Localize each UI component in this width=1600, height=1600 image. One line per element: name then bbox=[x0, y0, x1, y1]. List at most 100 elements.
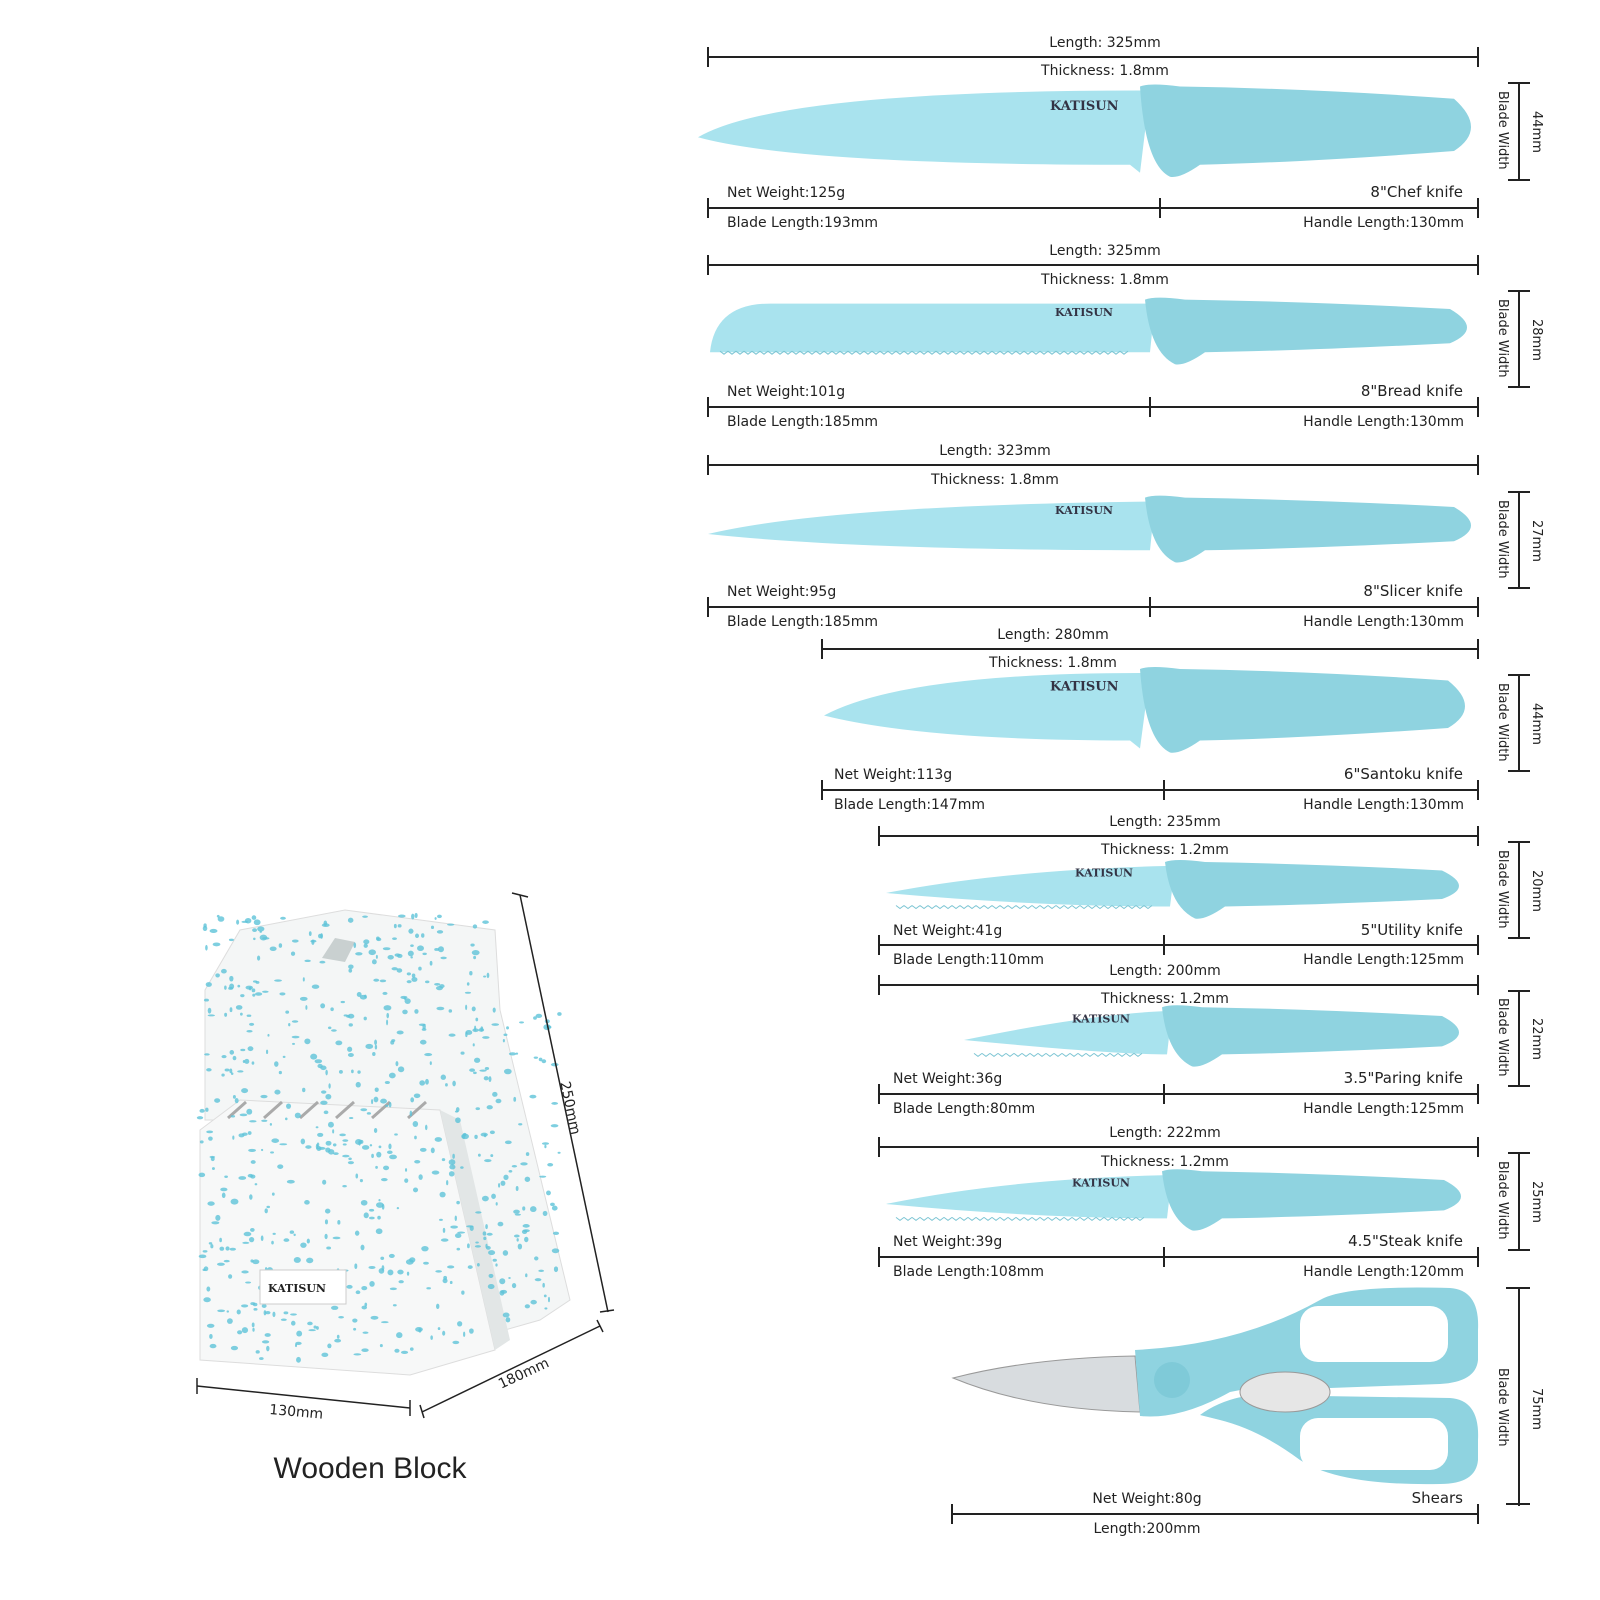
speckle bbox=[498, 1183, 501, 1188]
dimension-tick bbox=[596, 1319, 604, 1333]
speckle bbox=[455, 1107, 460, 1112]
speckle bbox=[398, 1280, 404, 1284]
speckle bbox=[375, 954, 378, 959]
blade bbox=[710, 303, 1155, 353]
speckle bbox=[221, 968, 227, 974]
speckle bbox=[325, 1069, 328, 1076]
speckle bbox=[248, 1237, 255, 1243]
speckle bbox=[495, 1263, 498, 1267]
speckle bbox=[371, 959, 377, 965]
speckle bbox=[225, 1246, 230, 1251]
speckle bbox=[463, 1331, 466, 1337]
pivot-screw bbox=[1154, 1362, 1190, 1398]
speckle bbox=[264, 1333, 271, 1337]
speckle bbox=[232, 1055, 237, 1061]
speckle bbox=[265, 1311, 271, 1315]
speckle bbox=[435, 1270, 442, 1273]
speckle bbox=[247, 1131, 252, 1135]
speckle bbox=[371, 1153, 374, 1159]
blade bbox=[964, 1011, 1172, 1055]
dimension-tick bbox=[1477, 639, 1479, 659]
speckle bbox=[533, 1016, 537, 1020]
speckle bbox=[406, 972, 411, 976]
speckle bbox=[515, 1052, 519, 1055]
block-depth-dimension bbox=[421, 1325, 601, 1413]
speckle bbox=[524, 1304, 531, 1309]
dimension-tick bbox=[878, 975, 880, 995]
speckle bbox=[320, 1065, 327, 1071]
speckle bbox=[419, 1039, 427, 1045]
dimension-tick bbox=[1477, 826, 1479, 846]
speckle bbox=[243, 1231, 252, 1237]
speckle bbox=[447, 923, 455, 926]
speckle bbox=[278, 943, 283, 948]
speckle bbox=[249, 1120, 257, 1123]
speckle bbox=[203, 998, 209, 1002]
speckle bbox=[365, 1043, 374, 1049]
speckle bbox=[386, 1150, 393, 1155]
speckle bbox=[495, 1202, 498, 1206]
speckle bbox=[483, 1133, 487, 1138]
blade-width-label: Blade Width bbox=[1495, 682, 1510, 762]
speckle bbox=[491, 1193, 496, 1199]
knife-name: 8"Slicer knife bbox=[1363, 582, 1463, 600]
speckle bbox=[484, 1067, 490, 1071]
speckle bbox=[508, 1276, 511, 1280]
blade-width-value: 44mm bbox=[1529, 111, 1544, 153]
speckle bbox=[388, 1143, 392, 1150]
blade-width-value: 28mm bbox=[1529, 318, 1544, 361]
speckle bbox=[409, 1110, 413, 1117]
speckle bbox=[542, 1210, 548, 1216]
speckle bbox=[280, 916, 286, 920]
speckle bbox=[357, 1070, 361, 1074]
speckle bbox=[354, 1263, 358, 1270]
bracket-cap bbox=[1508, 990, 1530, 992]
knife-slot bbox=[227, 1100, 247, 1120]
speckle bbox=[325, 1140, 332, 1146]
speckle bbox=[246, 1014, 252, 1017]
bracket-cap bbox=[1508, 770, 1530, 772]
speckle bbox=[375, 1228, 383, 1235]
speckle bbox=[230, 1345, 239, 1351]
speckle bbox=[397, 924, 402, 928]
bracket-cap bbox=[1508, 290, 1530, 292]
speckle bbox=[260, 1148, 264, 1152]
speckle bbox=[482, 1036, 490, 1039]
speckle bbox=[492, 1258, 497, 1262]
speckle bbox=[547, 1162, 554, 1167]
speckle bbox=[228, 1274, 233, 1279]
speckle bbox=[220, 1187, 228, 1192]
brand-logo: KATISUN bbox=[1050, 680, 1119, 695]
speckle bbox=[412, 1187, 419, 1193]
speckle bbox=[542, 1142, 549, 1145]
speckle bbox=[337, 1220, 341, 1225]
speckle bbox=[400, 1350, 409, 1354]
handle-length-label: Handle Length:130mm bbox=[1303, 614, 1464, 630]
speckle bbox=[387, 954, 394, 960]
speckle bbox=[508, 1052, 517, 1056]
speckle bbox=[462, 1132, 467, 1137]
speckle bbox=[360, 1244, 365, 1251]
bracket-cap bbox=[1508, 386, 1530, 388]
speckle bbox=[550, 1062, 559, 1067]
speckle bbox=[411, 973, 416, 978]
speckle bbox=[397, 1066, 405, 1073]
speckle bbox=[418, 966, 422, 971]
speckle bbox=[394, 1133, 398, 1136]
speckle bbox=[204, 1053, 210, 1056]
speckle bbox=[415, 1327, 423, 1332]
speckle bbox=[491, 1023, 500, 1026]
speckle bbox=[419, 1080, 426, 1086]
speckle bbox=[290, 951, 296, 956]
speckle bbox=[551, 1102, 559, 1105]
length-dimension-line bbox=[708, 56, 1478, 58]
speckle bbox=[539, 1175, 547, 1178]
handle bbox=[1140, 667, 1465, 753]
speckle bbox=[543, 1294, 547, 1298]
speckle bbox=[372, 1051, 376, 1057]
speckle bbox=[502, 1038, 505, 1043]
speckle bbox=[325, 1093, 332, 1100]
speckle bbox=[503, 1068, 512, 1075]
speckle bbox=[340, 1000, 346, 1004]
speckle bbox=[226, 1318, 233, 1324]
